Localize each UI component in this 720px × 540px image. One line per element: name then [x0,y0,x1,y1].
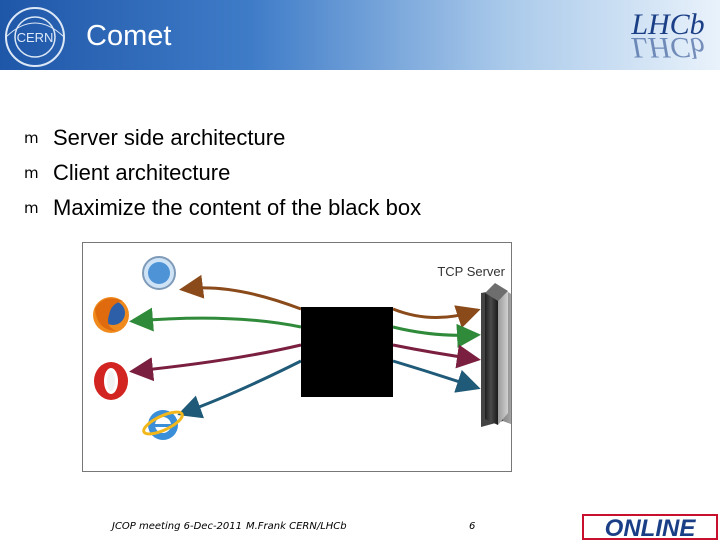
arrow-to-opera [129,343,302,382]
firefox-icon [93,297,129,333]
arrow-to-server-1 [392,305,481,329]
footer-page-number: 6 [469,521,476,532]
arrow-to-server-4 [392,359,481,393]
bullet-text: Maximize the content of the black box [53,195,422,220]
bullet-text: Client architecture [53,160,231,185]
arrow-to-server-2 [392,323,481,348]
arrow-to-safari [179,274,302,311]
internet-explorer-icon [142,410,184,440]
bullet-marker: m [24,129,39,147]
black-box [301,307,393,397]
online-logo-text: ONLINE [605,515,697,540]
arrow-to-server-3 [392,343,481,369]
architecture-figure: TCP Server [82,242,512,472]
opera-icon [94,362,128,400]
bullet-marker: m [24,199,39,217]
cern-logo: CERN [5,7,65,67]
lhcb-logo-text: LHCb [630,8,704,41]
architecture-diagram: TCP Server [93,256,511,440]
arrow-to-ie [177,359,302,419]
bullet-marker: m [24,164,39,182]
footer-meeting: JCOP meeting 6-Dec-2011 [112,521,242,532]
bullet-text: Server side architecture [53,125,286,150]
lhcb-logo: LHCb LHCb [630,8,704,64]
cern-logo-text: CERN [17,30,54,45]
footer-author: M.Frank CERN/LHCb [246,521,347,532]
server-label: TCP Server [437,264,505,279]
lhcb-logo-reflection: LHCb [630,31,704,64]
server-graphic [485,283,508,425]
arrow-to-firefox [129,307,302,332]
slide-header: CERN Comet LHCb LHCb [0,0,720,70]
slide-title: Comet [86,20,172,52]
safari-icon [142,256,176,290]
online-logo: ONLINE [582,514,718,540]
